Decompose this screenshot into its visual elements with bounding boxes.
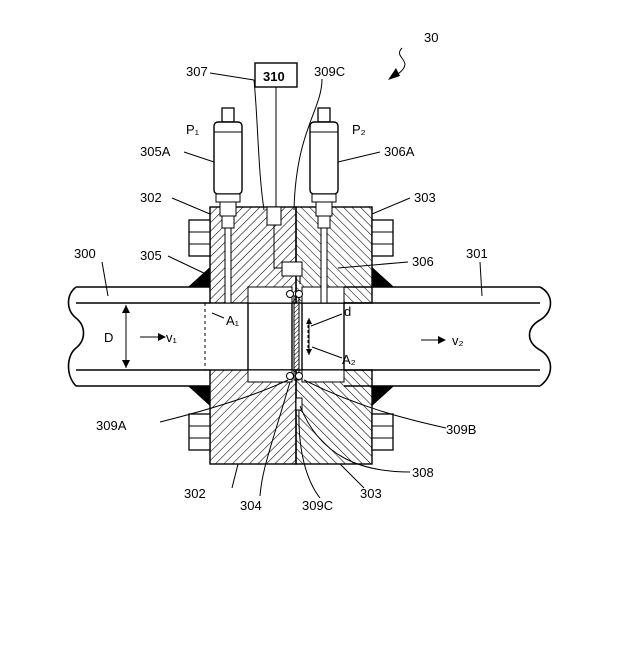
pressure-left-label: P₁ <box>186 122 200 137</box>
flange-right-bottom-label: 303 <box>360 486 382 501</box>
flange-left-bottom <box>210 370 296 464</box>
weld-left-label: 305 <box>140 248 162 263</box>
flange-left-bottom-label: 302 <box>184 486 206 501</box>
orifice-plate-label: 304 <box>240 498 262 513</box>
pipe-left <box>69 287 211 386</box>
sensor-left-label: 305A <box>140 144 171 159</box>
tap-pipe-label: 307 <box>186 64 208 79</box>
flange-left-top-label: 302 <box>140 190 162 205</box>
area-left-label: A₁ <box>226 313 240 328</box>
velocity-right-label: v₂ <box>452 333 464 348</box>
pipe-right <box>344 287 551 386</box>
sensor-right-label: 306A <box>384 144 415 159</box>
gasket-label: 308 <box>412 465 434 480</box>
seal-top-label: 309C <box>314 64 345 79</box>
figure-number-label: 30 <box>424 30 438 45</box>
velocity-left-label: v₁ <box>166 330 178 345</box>
seal-right-label: 309B <box>446 422 476 437</box>
seal-bottom-label: 309C <box>302 498 333 513</box>
processor-label: 310 <box>263 69 285 84</box>
pressure-right-label: P₂ <box>352 122 366 137</box>
pipe-right-label: 301 <box>466 246 488 261</box>
weld-right-label: 306 <box>412 254 434 269</box>
seal-left-label: 309A <box>96 418 127 433</box>
orifice-d-label: d <box>344 304 351 319</box>
flange-right-top <box>296 207 372 303</box>
area-right-label: A₂ <box>342 352 356 367</box>
flange-right-top-label: 303 <box>414 190 436 205</box>
diameter-label: D <box>104 330 113 345</box>
pipe-left-label: 300 <box>74 246 96 261</box>
flange-right-bottom <box>296 370 372 464</box>
